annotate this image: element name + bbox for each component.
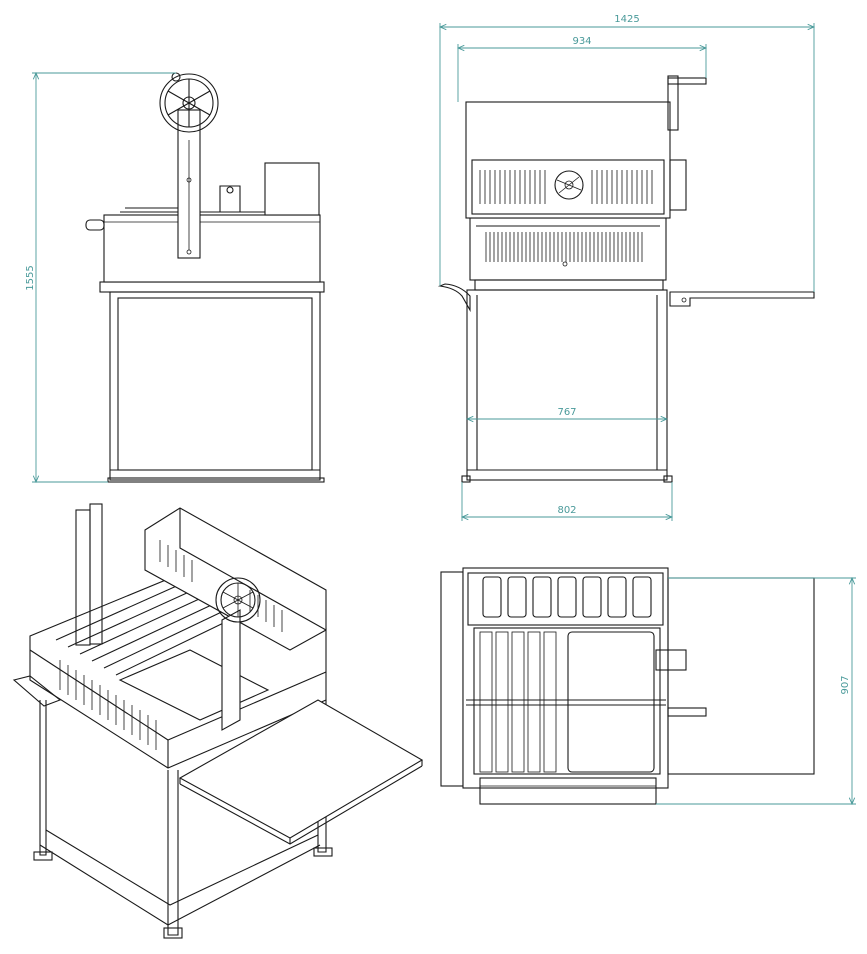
- dimension-label-1425: 1425: [614, 14, 639, 25]
- dimension-overall-width: 1425: [440, 14, 814, 292]
- front-lower-slots: [485, 232, 643, 262]
- dimension-label-907: 907: [840, 675, 851, 694]
- iso-back-slots: [159, 540, 283, 632]
- side-view: [85, 72, 325, 483]
- front-view: [437, 75, 815, 483]
- dimension-label-1555: 1555: [25, 265, 36, 290]
- top-view-blades: [479, 631, 557, 773]
- top-view-compartments: [482, 576, 652, 618]
- top-view: [440, 567, 815, 805]
- front-upper-slots: [479, 170, 653, 204]
- handwheel-icon: [554, 170, 584, 200]
- dimension-top-width: 934: [458, 36, 706, 102]
- iso-front-slots: [59, 660, 157, 750]
- isometric-view: [12, 503, 424, 939]
- dimension-inner-frame: 767: [467, 407, 667, 419]
- dimension-depth: 907: [656, 578, 856, 804]
- dimension-label-767: 767: [557, 407, 576, 418]
- dimension-base-width: 802: [462, 482, 672, 521]
- dimension-overall-height: 1555: [25, 73, 176, 482]
- dimension-label-934: 934: [572, 36, 591, 47]
- dimension-label-802: 802: [557, 505, 576, 516]
